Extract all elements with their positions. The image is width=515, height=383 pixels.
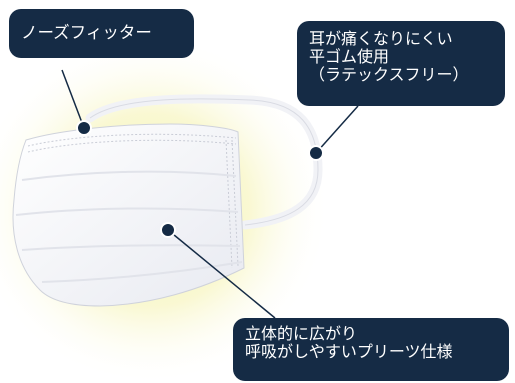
mask-pleat (21, 170, 237, 181)
leader-line-ear (315, 105, 359, 154)
callout-text: ノーズフィッター (21, 23, 152, 42)
callout-text: 呼吸がしやすいプリーツ仕様 (245, 342, 453, 361)
mask-pleat (15, 207, 239, 216)
callout-text: 耳が痛くなりにくい (309, 29, 453, 48)
callout-text: （ラテックスフリー） (309, 65, 469, 84)
callout-ear-loops: 耳が痛くなりにくい 平ゴム使用 （ラテックスフリー） (297, 21, 505, 106)
mask-pleat (41, 261, 243, 283)
leader-line-pleats (167, 229, 276, 319)
callout-pleats: 立体的に広がり 呼吸がしやすいプリーツ仕様 (233, 318, 509, 381)
mask-top-stitch (27, 133, 237, 147)
callout-text: 平ゴム使用 (309, 47, 390, 66)
marker-ear (308, 145, 324, 161)
marker-pleats (160, 222, 176, 238)
mask-pleat (21, 244, 241, 251)
mask-body (12, 123, 245, 307)
callout-nose-fitter: ノーズフィッター (9, 9, 194, 58)
callout-text: 立体的に広がり (245, 324, 358, 343)
marker-nose (76, 120, 92, 136)
leader-line-nose (61, 69, 85, 129)
